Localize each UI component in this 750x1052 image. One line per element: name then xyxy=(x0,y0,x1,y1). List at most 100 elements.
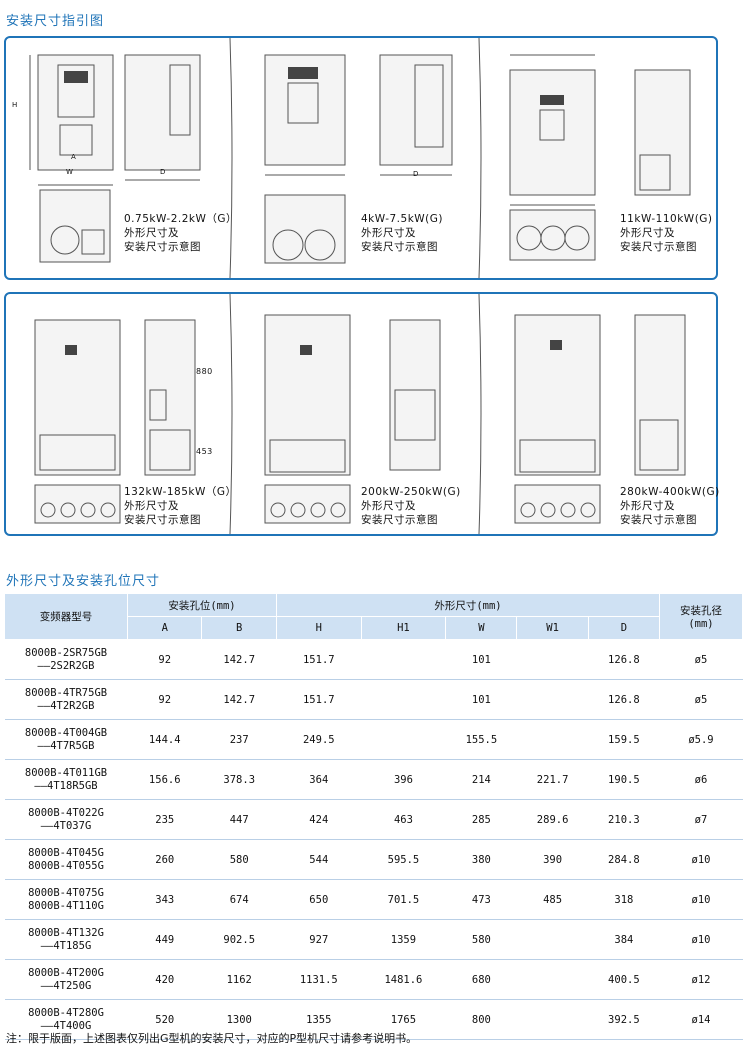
cell-hole: ø5 xyxy=(659,679,743,720)
cell-a: 260 xyxy=(127,839,202,880)
cell-a: 156.6 xyxy=(127,759,202,800)
diagram-3-caption: 11kW-110kW(G) 外形尺寸及 安装尺寸示意图 xyxy=(620,212,713,254)
diagram-6-caption: 280kW-400kW(G) 外形尺寸及 安装尺寸示意图 xyxy=(620,485,720,527)
model-line-2: ——4T7R5GB xyxy=(37,739,95,752)
model-cell: 8000B-4T132G——4T185G xyxy=(4,919,128,960)
cell-w: 214 xyxy=(445,759,517,800)
diagram-4-drawing xyxy=(34,319,196,524)
diagram-2-line3: 安装尺寸示意图 xyxy=(361,241,438,253)
model-line-2: ——4T250G xyxy=(40,979,92,992)
cell-hole: ø6 xyxy=(659,759,743,800)
cell-w: 800 xyxy=(445,999,517,1040)
cell-h1: 1765 xyxy=(361,999,446,1040)
diagram-6-line3: 安装尺寸示意图 xyxy=(620,514,697,526)
cell-h1: 1481.6 xyxy=(361,959,446,1000)
cell-hole: ø5.9 xyxy=(659,719,743,760)
cell-w1: 485 xyxy=(516,879,589,920)
cell-hole: ø10 xyxy=(659,919,743,960)
model-cell: 8000B-4T200G——4T250G xyxy=(4,959,128,1000)
diagram-1-drawing xyxy=(29,54,201,263)
header-W1: W1 xyxy=(516,616,589,640)
diagram-5-line2: 外形尺寸及 xyxy=(361,500,416,512)
diagram-4-line3: 安装尺寸示意图 xyxy=(124,514,201,526)
diagram-1-caption: 0.75kW-2.2kW（G） 外形尺寸及 安装尺寸示意图 xyxy=(124,212,237,254)
header-W: W xyxy=(445,616,518,640)
cell-hole: ø14 xyxy=(659,999,743,1040)
model-line-1: 8000B-4T004GB xyxy=(24,726,108,739)
model-cell: 8000B-2SR75GB——2S2R2GB xyxy=(4,639,128,680)
diagram-2-line2: 外形尺寸及 xyxy=(361,227,416,239)
cell-a: 144.4 xyxy=(127,719,202,760)
model-cell: 8000B-4T011GB——4T18R5GB xyxy=(4,759,128,800)
model-cell: 8000B-4TR75GB——4T2R2GB xyxy=(4,679,128,720)
cell-h1: 1359 xyxy=(361,919,446,960)
model-cell: 8000B-4T280G——4T400G xyxy=(4,999,128,1040)
dim-label-453: 453 xyxy=(196,447,213,456)
diagram-2-drawing xyxy=(264,54,453,264)
cell-w1: 390 xyxy=(516,839,589,880)
panel-divider-2 xyxy=(478,37,482,279)
cell-b: 1300 xyxy=(201,999,277,1040)
cell-b: 902.5 xyxy=(201,919,277,960)
cell-w: 380 xyxy=(445,839,517,880)
cell-h1: 595.5 xyxy=(361,839,446,880)
diagram-1-line2: 外形尺寸及 xyxy=(124,227,179,239)
cell-w: 473 xyxy=(445,879,517,920)
cell-d: 126.8 xyxy=(588,639,660,680)
cell-hole: ø7 xyxy=(659,799,743,840)
cell-h: 364 xyxy=(276,759,362,800)
header-hole: 安装孔径 (mm) xyxy=(659,593,743,640)
diagram-5-caption: 200kW-250kW(G) 外形尺寸及 安装尺寸示意图 xyxy=(361,485,461,527)
diagram-3-line3: 安装尺寸示意图 xyxy=(620,241,697,253)
cell-h: 1355 xyxy=(276,999,362,1040)
model-line-2: ——4T400G xyxy=(40,1019,92,1032)
model-line-1: 8000B-2SR75GB xyxy=(24,646,108,659)
model-line-1: 8000B-4T022G xyxy=(28,806,104,819)
cell-b: 580 xyxy=(201,839,277,880)
cell-d: 400.5 xyxy=(588,959,660,1000)
diagram-6-line2: 外形尺寸及 xyxy=(620,500,675,512)
cell-h1: 463 xyxy=(361,799,446,840)
cell-b: 674 xyxy=(201,879,277,920)
cell-w: 285 xyxy=(445,799,517,840)
model-line-2: ——4T185G xyxy=(40,939,92,952)
cell-d: 126.8 xyxy=(588,679,660,720)
model-cell: 8000B-4T022G——4T037G xyxy=(4,799,128,840)
cell-d: 384 xyxy=(588,919,660,960)
diagram-panel-row1 xyxy=(4,36,718,280)
header-H1: H1 xyxy=(360,616,447,640)
cell-hole: ø12 xyxy=(659,959,743,1000)
header-B: B xyxy=(201,616,277,640)
model-line-1: 8000B-4T280G xyxy=(28,1006,104,1019)
diagram-4-line2: 外形尺寸及 xyxy=(124,500,179,512)
cell-h: 927 xyxy=(276,919,362,960)
header-hole-unit: (mm) xyxy=(688,618,714,630)
model-line-1: 8000B-4TR75GB xyxy=(24,686,108,699)
cell-h1 xyxy=(361,639,446,680)
cell-b: 142.7 xyxy=(201,679,277,720)
model-line-1: 8000B-4T075G xyxy=(28,886,104,899)
cell-h: 544 xyxy=(276,839,362,880)
cell-a: 420 xyxy=(127,959,202,1000)
cell-h: 151.7 xyxy=(276,639,362,680)
header-H: H xyxy=(275,616,362,640)
diagram-3-line2: 外形尺寸及 xyxy=(620,227,675,239)
dim-label-H: H xyxy=(12,101,18,109)
cell-b: 447 xyxy=(201,799,277,840)
diagram-6-power: 280kW-400kW(G) xyxy=(620,486,720,498)
model-line-1: 8000B-4T011GB xyxy=(24,766,108,779)
footnote: 注：限于版面，上述图表仅列出G型机的安装尺寸，对应的P型机尺寸请参考说明书。 xyxy=(6,1032,418,1045)
cell-a: 92 xyxy=(127,639,202,680)
dim-label-D-2: D xyxy=(413,170,419,178)
cell-w1 xyxy=(516,679,589,720)
cell-w1 xyxy=(516,639,589,680)
panel-divider-1 xyxy=(229,37,233,279)
cell-w1 xyxy=(516,719,589,760)
